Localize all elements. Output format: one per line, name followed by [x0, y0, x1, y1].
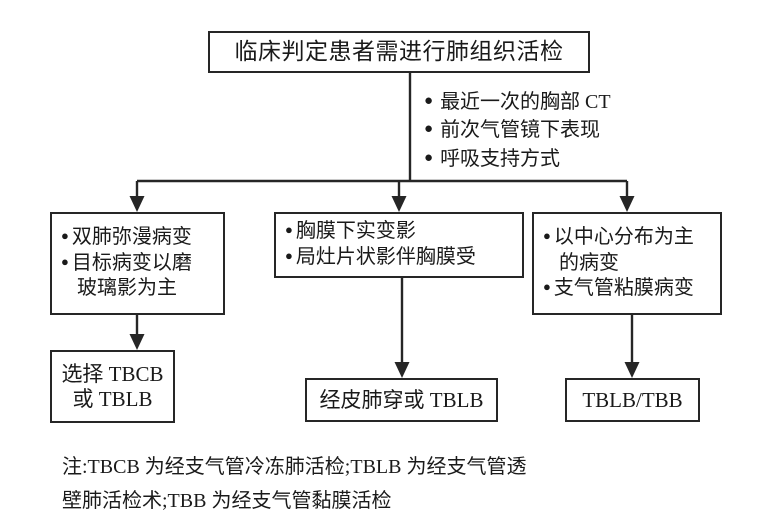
bullet-icon: ●	[285, 248, 293, 263]
flow-node-outcome-1-label-2: 或 TBLB	[72, 386, 153, 411]
flow-node-outcome-3-label: TBLB/TBB	[582, 387, 683, 412]
condition-1-list: ● 双肺弥漫病变 ● 目标病变以磨 玻璃影为主	[61, 225, 216, 302]
condition-3-item: ● 以中心分布为主	[543, 225, 713, 251]
condition-2-item: ● 胸膜下实变影	[285, 219, 515, 245]
condition-3-item: ● 支气管粘膜病变	[543, 276, 713, 302]
flow-node-condition-2[interactable]: ● 胸膜下实变影 ● 局灶片状影伴胸膜受	[274, 212, 524, 278]
bullet-icon: ●	[424, 121, 434, 138]
flow-node-outcome-1-label: 选择 TBCB	[61, 361, 164, 386]
criteria-item-label: 前次气管镜下表现	[440, 119, 601, 142]
flow-node-root[interactable]: 临床判定患者需进行肺组织活检	[208, 31, 590, 73]
condition-3-item-label: 以中心分布为主	[553, 226, 694, 249]
condition-2-item-label: 胸膜下实变影	[295, 220, 416, 243]
bullet-icon: ●	[543, 228, 551, 244]
bullet-icon: ●	[543, 279, 551, 295]
footnote-line-1: 注:TBCB 为经支气管冷冻肺活检;TBLB 为经支气管透	[62, 456, 527, 478]
footnote-line-2: 壁肺活检术;TBB 为经支气管黏膜活检	[62, 490, 392, 513]
bullet-icon: ●	[424, 149, 434, 166]
flow-node-root-label: 临床判定患者需进行肺组织活检	[234, 39, 564, 65]
flow-node-outcome-2-label: 经皮肺穿或 TBLB	[319, 387, 484, 412]
criteria-item-label: 最近一次的胸部 CT	[440, 91, 611, 113]
condition-1-item-label: 双肺弥漫病变	[71, 226, 192, 249]
criteria-item: ● 呼吸支持方式	[424, 145, 704, 173]
condition-3-item-continuation: 的病变	[559, 251, 619, 274]
flow-node-outcome-1[interactable]: 选择 TBCB 或 TBLB	[50, 350, 175, 423]
condition-2-item: ● 局灶片状影伴胸膜受	[285, 245, 515, 271]
criteria-item-label: 呼吸支持方式	[440, 147, 561, 170]
flow-node-outcome-2[interactable]: 经皮肺穿或 TBLB	[305, 378, 498, 422]
criteria-list: ● 最近一次的胸部 CT ● 前次气管镜下表现 ● 呼吸支持方式	[424, 88, 704, 173]
condition-3-item-label: 支气管粘膜病变	[553, 277, 694, 300]
criteria-item: ● 前次气管镜下表现	[424, 116, 704, 144]
bullet-icon: ●	[61, 253, 69, 269]
bullet-icon: ●	[285, 222, 293, 238]
flow-node-outcome-3[interactable]: TBLB/TBB	[565, 378, 700, 422]
flow-node-condition-3[interactable]: ● 以中心分布为主 的病变 ● 支气管粘膜病变	[532, 212, 722, 315]
flow-node-condition-1[interactable]: ● 双肺弥漫病变 ● 目标病变以磨 玻璃影为主	[50, 212, 225, 315]
condition-2-list: ● 胸膜下实变影 ● 局灶片状影伴胸膜受	[285, 219, 515, 270]
footnote: 注:TBCB 为经支气管冷冻肺活检;TBLB 为经支气管透 壁肺活检术;TBB …	[62, 450, 742, 519]
bullet-icon: ●	[424, 93, 434, 109]
criteria-item: ● 最近一次的胸部 CT	[424, 88, 704, 116]
condition-1-item: ● 目标病变以磨	[61, 251, 216, 277]
condition-1-item: ● 双肺弥漫病变	[61, 225, 216, 251]
condition-2-item-label: 局灶片状影伴胸膜受	[295, 246, 476, 268]
condition-3-list: ● 以中心分布为主 的病变 ● 支气管粘膜病变	[543, 225, 713, 302]
condition-1-item-continuation: 玻璃影为主	[77, 277, 177, 300]
condition-1-item-label: 目标病变以磨	[71, 251, 192, 274]
bullet-icon: ●	[61, 228, 69, 244]
